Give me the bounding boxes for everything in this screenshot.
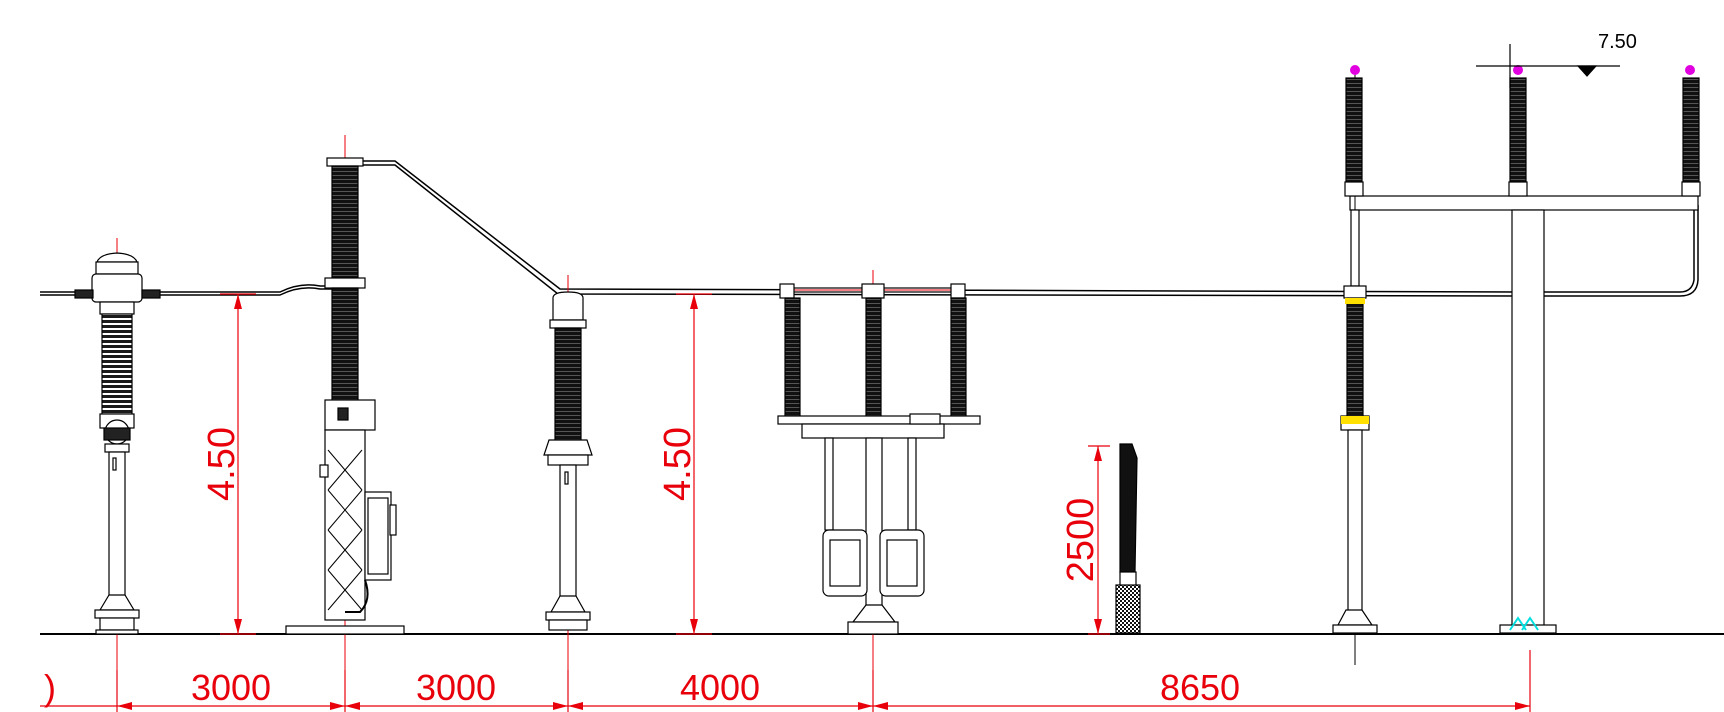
terminal-icon (1685, 65, 1695, 75)
circuit-breaker-icon (285, 135, 405, 670)
disconnector-icon (777, 270, 981, 680)
overhead-conductor (40, 160, 1699, 297)
busbar-support-icon (1332, 66, 1701, 665)
dimension-label-disconnector-to-support: 8650 (1160, 667, 1240, 708)
terminal-markers (1350, 65, 1695, 75)
clamp-markers (1341, 298, 1369, 424)
vertical-dimensions (220, 293, 1110, 635)
current-transformer-icon (74, 238, 161, 670)
elevation-label: 7.50 (1598, 31, 1637, 53)
height-label-vertical-post: 2500 (1060, 498, 1102, 583)
horizontal-dimension-chain (40, 650, 1531, 712)
post-insulator-icon (543, 275, 593, 670)
post-icon (1115, 443, 1141, 634)
dimension-label-cb-to-post: 3000 (416, 667, 496, 708)
base-accent (1509, 616, 1539, 631)
clamp-icon (1345, 298, 1365, 304)
terminal-icon (1513, 65, 1523, 75)
height-label-post: 4.50 (657, 427, 699, 501)
elevation-marker (1476, 44, 1620, 88)
height-label-ct: 4.50 (201, 427, 243, 501)
terminal-icon (1350, 65, 1360, 75)
dimension-label-partial: ) (44, 667, 56, 708)
dimension-label-post-to-disconnector: 4000 (680, 667, 760, 708)
clamp-icon (1341, 416, 1369, 424)
dimension-label-ct-to-cb: 3000 (191, 667, 271, 708)
